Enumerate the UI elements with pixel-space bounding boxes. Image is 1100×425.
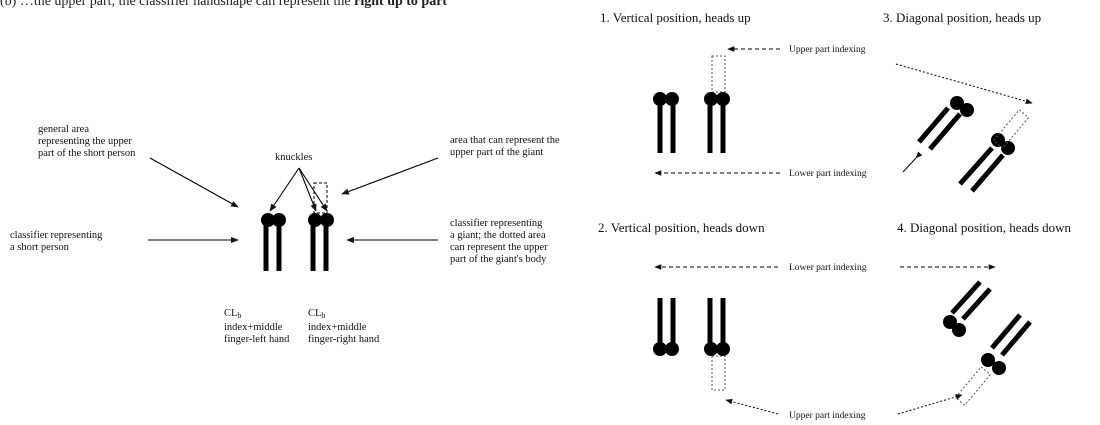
lower-indexing-label-2: Lower part indexing bbox=[789, 263, 867, 273]
cl-left-line-2: finger-left hand bbox=[224, 334, 290, 345]
heading-3: 3. Diagonal position, heads up bbox=[883, 10, 1042, 25]
classifier-giant-line-4: part of the giant's body bbox=[450, 254, 547, 265]
left-hand-classifier bbox=[261, 213, 286, 271]
cl-left-line-1: index+middle bbox=[224, 322, 283, 333]
area-giant-line-2: upper part of the giant bbox=[450, 147, 544, 158]
area-giant-line-1: area that can represent the bbox=[450, 135, 560, 146]
cl-left-label: CLb index+middle finger-left hand bbox=[224, 308, 289, 346]
cl-right-text: CL bbox=[308, 308, 322, 319]
top-caption-line: (b) …the upper part, the classifier hand… bbox=[0, 0, 447, 10]
panel1-figures bbox=[653, 55, 730, 153]
lower-index-arrow-3 bbox=[902, 151, 923, 173]
general-area-line-3: part of the short person bbox=[38, 148, 136, 159]
panel2-figures bbox=[653, 298, 730, 391]
upper-index-arrow-2 bbox=[725, 398, 779, 415]
heading-2: 2. Vertical position, heads down bbox=[598, 220, 765, 235]
classifier-giant-label: classifier representing a giant; the dot… bbox=[450, 218, 548, 266]
general-area-line-1: general area bbox=[38, 124, 89, 135]
general-area-label: general area representing the upper part… bbox=[38, 124, 135, 160]
classifier-giant-line-2: a giant; the dotted area bbox=[450, 230, 546, 241]
top-caption-middle: …the upper part, the classifier handshap… bbox=[19, 0, 351, 9]
area-giant-arrow bbox=[341, 157, 439, 195]
cl-right-line-2: finger-right hand bbox=[308, 334, 380, 345]
cl-left-title: CLb bbox=[224, 308, 289, 322]
area-giant-label: area that can represent the upper part o… bbox=[450, 135, 560, 159]
classifier-giant-line-3: can represent the upper bbox=[450, 242, 548, 253]
knuckles-arrows bbox=[269, 167, 328, 212]
top-caption-prefix: (b) bbox=[0, 0, 17, 9]
classifier-short-line-1: classifier representing bbox=[10, 230, 103, 241]
upper-indexing-label-1: Upper part indexing bbox=[789, 45, 866, 55]
classifier-short-label: classifier representing a short person bbox=[10, 230, 102, 254]
cl-right-line-1: index+middle bbox=[308, 322, 367, 333]
knuckles-label: knuckles bbox=[275, 152, 313, 163]
classifier-short-line-2: a short person bbox=[10, 242, 69, 253]
right-hand-classifier bbox=[308, 182, 334, 271]
general-area-line-2: representing the upper bbox=[38, 136, 132, 147]
upper-index-arrow-3 bbox=[895, 63, 1033, 104]
top-caption-bold: right up to part bbox=[354, 0, 448, 9]
general-area-arrow bbox=[149, 157, 239, 208]
lower-indexing-label-1: Lower part indexing bbox=[789, 169, 867, 179]
panel3-figures bbox=[917, 96, 1030, 193]
panel4-figures bbox=[943, 280, 1032, 406]
classifier-giant-line-1: classifier representing bbox=[450, 218, 543, 229]
upper-indexing-label-2: Upper part indexing bbox=[789, 411, 866, 421]
dotted-upper-part-box bbox=[313, 182, 328, 214]
cl-left-sub: b bbox=[237, 311, 242, 320]
upper-index-arrow-4 bbox=[897, 394, 963, 415]
cl-right-sub: b bbox=[321, 311, 326, 320]
cl-left-text: CL bbox=[224, 308, 238, 319]
cl-right-label: CLb index+middle finger-right hand bbox=[308, 308, 379, 346]
cl-right-title: CLb bbox=[308, 308, 379, 322]
heading-4: 4. Diagonal position, heads down bbox=[897, 220, 1072, 235]
heading-1: 1. Vertical position, heads up bbox=[600, 10, 751, 25]
